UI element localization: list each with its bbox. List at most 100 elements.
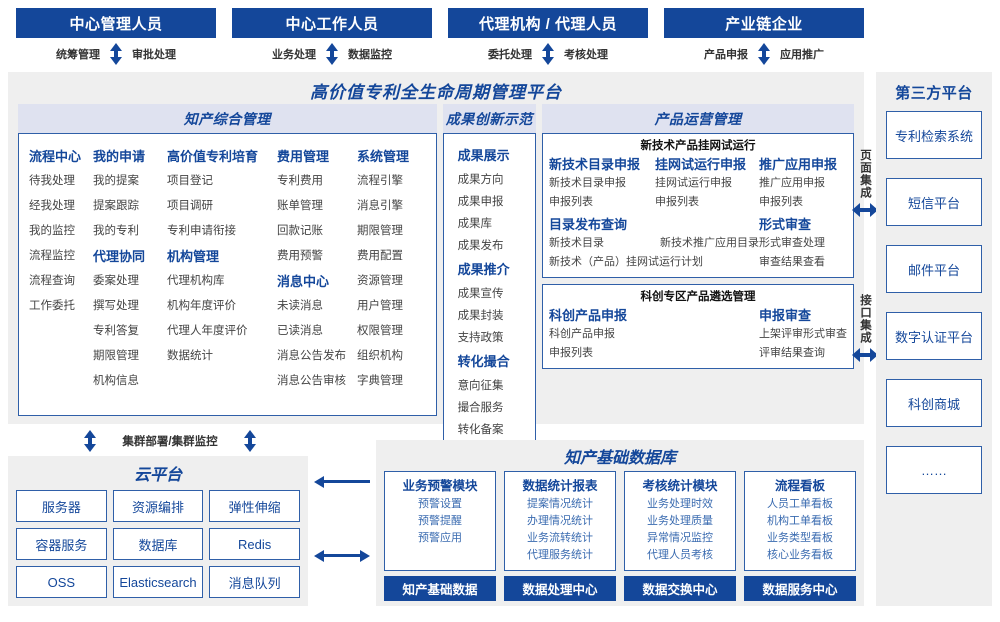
module-item[interactable]: 预警设置	[418, 498, 462, 510]
module-item[interactable]: 代理服务统计	[527, 549, 593, 561]
menu-item[interactable]: 形式审查处理	[759, 237, 825, 249]
cloud-service-cell[interactable]: 服务器	[16, 490, 107, 522]
menu-item[interactable]: 代理机构库	[167, 275, 225, 287]
group-header[interactable]: 系统管理	[357, 149, 410, 164]
menu-item[interactable]: 用户管理	[357, 300, 403, 312]
group-header[interactable]: 目录发布查询	[549, 217, 628, 232]
menu-item[interactable]: 撰写处理	[93, 300, 139, 312]
group-header[interactable]: 申报审查	[759, 308, 812, 323]
module-item[interactable]: 业务处理时效	[647, 498, 713, 510]
group-header[interactable]: 费用管理	[277, 149, 330, 164]
cloud-service-cell[interactable]: 消息队列	[209, 566, 300, 598]
menu-item[interactable]: 机构信息	[93, 375, 139, 387]
menu-item[interactable]: 我的监控	[29, 225, 75, 237]
menu-item[interactable]: 申报列表	[549, 347, 593, 359]
menu-item[interactable]: 账单管理	[277, 200, 323, 212]
group-header[interactable]: 高价值专利培育	[167, 149, 259, 164]
menu-item[interactable]: 申报列表	[759, 196, 803, 208]
menu-item[interactable]: 项目登记	[167, 175, 213, 187]
group-header[interactable]: 科创产品申报	[549, 308, 628, 323]
cloud-service-cell[interactable]: Redis	[209, 528, 300, 560]
third-party-item[interactable]: ……	[886, 446, 982, 494]
module-item[interactable]: 提案情况统计	[527, 498, 593, 510]
cloud-service-cell[interactable]: 容器服务	[16, 528, 107, 560]
group-header[interactable]: 我的申请	[93, 149, 146, 164]
menu-item[interactable]: 我的专利	[93, 225, 139, 237]
menu-item[interactable]: 工作委托	[29, 300, 75, 312]
menu-item[interactable]: 提案跟踪	[93, 200, 139, 212]
menu-item[interactable]: 待我处理	[29, 175, 75, 187]
menu-item[interactable]: 费用配置	[357, 250, 403, 262]
menu-item[interactable]: 审查结果查看	[759, 256, 825, 268]
group-header[interactable]: 成果展示	[457, 148, 510, 163]
module-item[interactable]: 业务类型看板	[767, 532, 833, 544]
menu-item[interactable]: 回款记账	[277, 225, 323, 237]
menu-item[interactable]: 代理人年度评价	[167, 325, 248, 337]
menu-item[interactable]: 费用预警	[277, 250, 323, 262]
third-party-item[interactable]: 邮件平台	[886, 245, 982, 293]
menu-item[interactable]: 我的提案	[93, 175, 139, 187]
menu-item[interactable]: 流程引擎	[357, 175, 403, 187]
module-item[interactable]: 核心业务看板	[767, 549, 833, 561]
menu-item[interactable]: 权限管理	[357, 325, 403, 337]
cloud-service-cell[interactable]: Elasticsearch	[112, 566, 204, 598]
group-header[interactable]: 流程中心	[29, 149, 82, 164]
role-box-center-staff[interactable]: 中心工作人员	[232, 8, 432, 38]
menu-item[interactable]: 新技术推广应用目录	[660, 237, 759, 249]
role-box-industry-enterprise[interactable]: 产业链企业	[664, 8, 864, 38]
menu-item[interactable]: 委案处理	[93, 275, 139, 287]
menu-item[interactable]: 成果宣传	[457, 288, 504, 300]
menu-item[interactable]: 成果库	[457, 218, 493, 230]
third-party-item[interactable]: 专利检索系统	[886, 111, 982, 159]
menu-item[interactable]: 数据统计	[167, 350, 213, 362]
module-item[interactable]: 业务处理质量	[647, 515, 713, 527]
group-header[interactable]: 新技术目录申报	[549, 157, 641, 172]
module-item[interactable]: 异常情况监控	[647, 532, 713, 544]
cloud-service-cell[interactable]: 数据库	[112, 528, 204, 560]
menu-item[interactable]: 申报列表	[655, 196, 699, 208]
module-item[interactable]: 预警应用	[418, 532, 462, 544]
menu-item[interactable]: 组织机构	[357, 350, 403, 362]
third-party-item[interactable]: 科创商城	[886, 379, 982, 427]
menu-item[interactable]: 专利答复	[93, 325, 139, 337]
cloud-service-cell[interactable]: OSS	[16, 566, 107, 598]
menu-item[interactable]: 机构年度评价	[167, 300, 236, 312]
group-header[interactable]: 机构管理	[167, 249, 220, 264]
menu-item[interactable]: 经我处理	[29, 200, 75, 212]
menu-item[interactable]: 期限管理	[93, 350, 139, 362]
role-box-agency[interactable]: 代理机构 / 代理人员	[448, 8, 648, 38]
menu-item[interactable]: 期限管理	[357, 225, 403, 237]
group-header[interactable]: 挂网试运行申报	[655, 157, 747, 172]
module-item[interactable]: 机构工单看板	[767, 515, 833, 527]
module-item[interactable]: 业务流转统计	[527, 532, 593, 544]
module-item[interactable]: 人员工单看板	[767, 498, 833, 510]
menu-item[interactable]: 成果方向	[457, 174, 504, 186]
menu-item[interactable]: 专利申请衔接	[167, 225, 236, 237]
menu-item[interactable]: 撮合服务	[457, 402, 504, 414]
menu-item[interactable]: 成果申报	[457, 196, 504, 208]
menu-item[interactable]: 成果发布	[457, 240, 504, 252]
menu-item[interactable]: 成果封装	[457, 310, 504, 322]
menu-item[interactable]: 科创产品申报	[549, 328, 615, 340]
menu-item[interactable]: 申报列表	[549, 196, 593, 208]
menu-item[interactable]: 未读消息	[277, 300, 323, 312]
module-item[interactable]: 预警提醒	[418, 515, 462, 527]
role-box-center-manager[interactable]: 中心管理人员	[16, 8, 216, 38]
cloud-service-cell[interactable]: 资源编排	[112, 490, 204, 522]
menu-item[interactable]: 已读消息	[277, 325, 323, 337]
module-item[interactable]: 代理人员考核	[647, 549, 713, 561]
menu-item[interactable]: 项目调研	[167, 200, 213, 212]
menu-item[interactable]: 流程监控	[29, 250, 75, 262]
menu-item[interactable]: 转化备案	[457, 424, 504, 436]
menu-item[interactable]: 新技术目录申报	[549, 177, 626, 189]
menu-item[interactable]: 消息引擎	[357, 200, 403, 212]
menu-item[interactable]: 资源管理	[357, 275, 403, 287]
module-footer[interactable]: 数据处理中心	[504, 576, 616, 601]
third-party-item[interactable]: 数字认证平台	[886, 312, 982, 360]
menu-item[interactable]: 新技术目录	[549, 237, 604, 249]
module-footer[interactable]: 数据服务中心	[744, 576, 856, 601]
menu-item[interactable]: 支持政策	[457, 332, 504, 344]
menu-item[interactable]: 新技术（产品）挂网试运行计划	[549, 256, 703, 268]
menu-item[interactable]: 消息公告发布	[277, 350, 346, 362]
menu-item[interactable]: 流程查询	[29, 275, 75, 287]
